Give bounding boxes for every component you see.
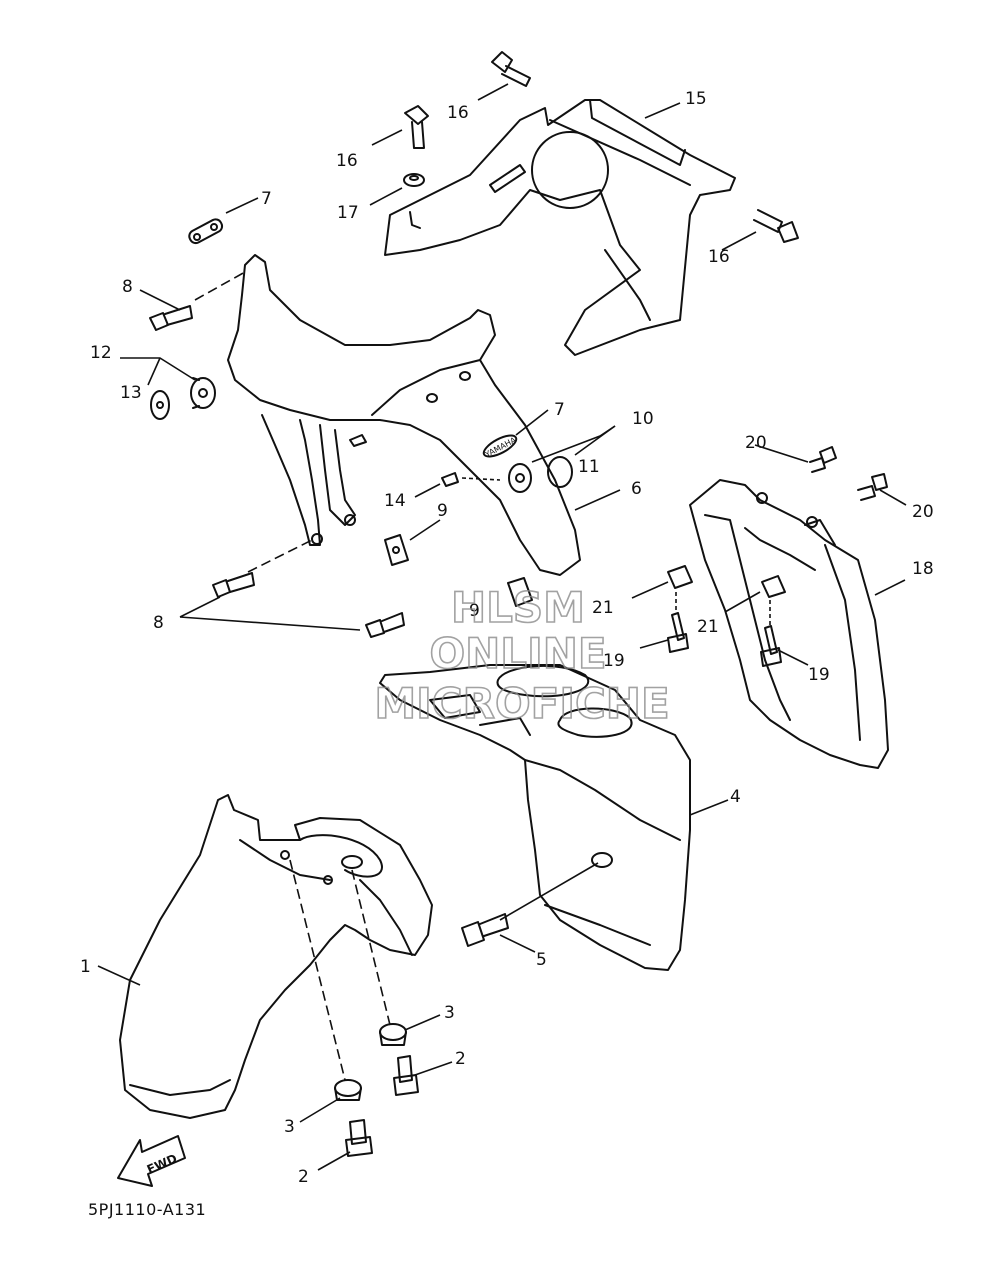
callout-2: 2 bbox=[455, 1049, 466, 1069]
part-19-screw-left bbox=[667, 612, 689, 653]
callout-17: 17 bbox=[337, 203, 359, 223]
part-20-screw-right bbox=[857, 473, 888, 501]
callout-6: 6 bbox=[631, 479, 642, 499]
callout-5: 5 bbox=[536, 950, 547, 970]
callout-21: 21 bbox=[592, 598, 614, 618]
callout-3: 3 bbox=[444, 1003, 455, 1023]
callout-14: 14 bbox=[384, 491, 406, 511]
part-7-clip bbox=[188, 218, 224, 245]
callout-8: 8 bbox=[122, 277, 133, 297]
part-17-washer bbox=[403, 173, 425, 187]
callout-19: 19 bbox=[603, 651, 625, 671]
callout-16: 16 bbox=[447, 103, 469, 123]
callout-7: 7 bbox=[261, 189, 272, 209]
callout-3: 3 bbox=[284, 1117, 295, 1137]
part-8-screw-left bbox=[212, 572, 255, 598]
callout-16: 16 bbox=[708, 247, 730, 267]
callout-4: 4 bbox=[730, 787, 741, 807]
part-21-clip-right bbox=[761, 575, 786, 598]
callout-21: 21 bbox=[697, 617, 719, 637]
part-16-bolt-right bbox=[753, 209, 799, 243]
part-4-lower-shield bbox=[379, 664, 691, 971]
part-6-front-cover bbox=[227, 254, 581, 576]
watermark-line-1: HLSM bbox=[451, 583, 585, 632]
watermark-line-3: MICROFICHE bbox=[374, 679, 669, 728]
callout-8: 8 bbox=[153, 613, 164, 633]
part-11-cap bbox=[547, 456, 573, 488]
callout-18: 18 bbox=[912, 559, 934, 579]
callout-12: 12 bbox=[90, 343, 112, 363]
callout-13: 13 bbox=[120, 383, 142, 403]
fwd-label: FWD bbox=[145, 1151, 179, 1177]
callout-19: 19 bbox=[808, 665, 830, 685]
part-14-screw bbox=[349, 434, 459, 487]
callout-11: 11 bbox=[578, 457, 600, 477]
part-8-screw-right bbox=[365, 612, 405, 638]
callout-20: 20 bbox=[745, 433, 767, 453]
part-10-cap bbox=[508, 463, 532, 493]
part-8-screw-upper bbox=[149, 305, 193, 331]
part-3-nut-upper bbox=[379, 1023, 407, 1046]
callout-2: 2 bbox=[298, 1167, 309, 1187]
callout-9: 9 bbox=[469, 601, 480, 621]
part-12-grommet bbox=[190, 377, 216, 409]
callout-1: 1 bbox=[80, 957, 91, 977]
part-19-screw-right bbox=[760, 625, 782, 667]
callout-labels: 16 15 16 17 7 16 8 12 13 7 10 11 20 20 1… bbox=[80, 89, 934, 1187]
part-18-side-cover bbox=[689, 479, 889, 769]
callout-7: 7 bbox=[554, 400, 565, 420]
callout-16: 16 bbox=[336, 151, 358, 171]
watermark: HLSM ONLINE MICROFICHE bbox=[374, 582, 671, 729]
drawing-code: 5PJ1110-A131 bbox=[88, 1200, 206, 1219]
part-13-collar bbox=[150, 390, 170, 420]
part-2-bolt-upper bbox=[393, 1055, 419, 1096]
callout-9: 9 bbox=[437, 501, 448, 521]
part-16-bolt-top bbox=[491, 51, 531, 87]
part-15-inner-cover bbox=[384, 99, 736, 356]
part-2-bolt-lower bbox=[345, 1119, 373, 1157]
part-5-bolt bbox=[461, 913, 509, 947]
part-20-screw-left bbox=[809, 446, 837, 473]
callout-20: 20 bbox=[912, 502, 934, 522]
part-16-bolt-mid bbox=[404, 105, 429, 149]
part-9-nut-left bbox=[384, 534, 409, 566]
callout-10: 10 bbox=[632, 409, 654, 429]
part-9-nut-center bbox=[507, 577, 533, 607]
leader-lines bbox=[97, 83, 907, 1171]
part-1-front-fender bbox=[119, 794, 433, 1119]
part-21-clip-left bbox=[667, 565, 693, 589]
callout-15: 15 bbox=[685, 89, 707, 109]
watermark-line-2: ONLINE bbox=[429, 629, 606, 678]
part-3-nut-lower bbox=[334, 1079, 362, 1101]
fwd-arrow-icon bbox=[117, 1135, 186, 1187]
